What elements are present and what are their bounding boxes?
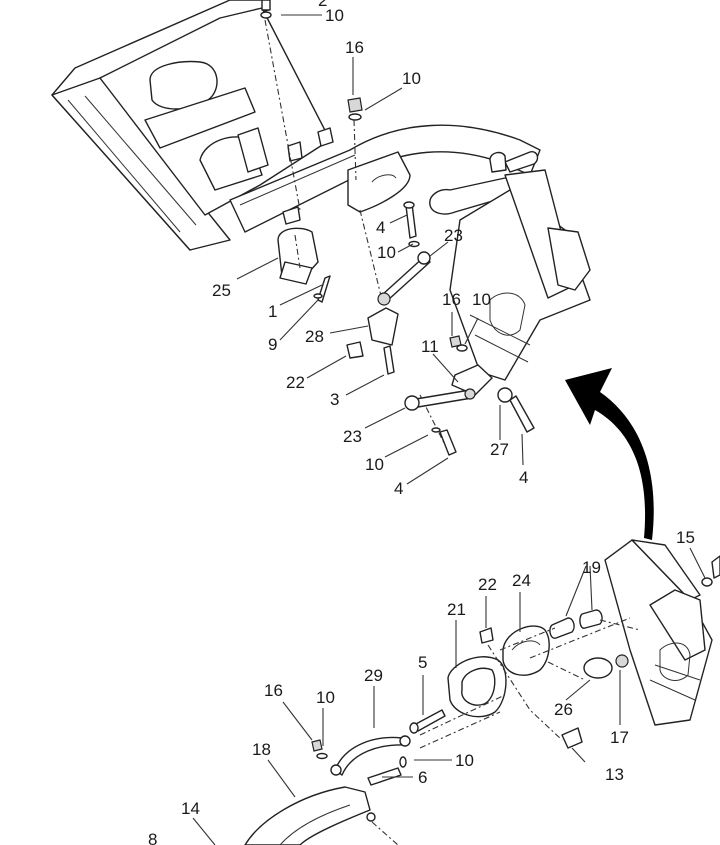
callout-8: 8 xyxy=(148,830,157,845)
callout-10: 10 xyxy=(455,751,474,770)
callout-28: 28 xyxy=(305,327,324,346)
callout-labels: 2 10 16 10 4 10 23 25 1 9 28 16 10 11 22… xyxy=(148,0,695,845)
curved-arrow-icon xyxy=(565,368,654,540)
callout-10: 10 xyxy=(325,6,344,25)
callout-4: 4 xyxy=(394,479,403,498)
rear-subframe xyxy=(51,0,591,381)
callout-25: 25 xyxy=(212,281,231,300)
callout-17: 17 xyxy=(610,728,629,747)
callout-10: 10 xyxy=(402,69,421,88)
callout-10: 10 xyxy=(377,243,396,262)
callout-16: 16 xyxy=(442,290,461,309)
callout-9: 9 xyxy=(268,335,277,354)
assembly-lines-lower xyxy=(371,617,641,845)
callout-27: 27 xyxy=(490,440,509,459)
callout-13: 13 xyxy=(605,765,624,784)
callout-23: 23 xyxy=(343,427,362,446)
callout-23: 23 xyxy=(444,226,463,245)
callout-4: 4 xyxy=(376,218,385,237)
callout-24: 24 xyxy=(512,571,531,590)
callout-6: 6 xyxy=(418,768,427,787)
hardware-upper xyxy=(260,0,535,456)
callout-5: 5 xyxy=(418,653,427,672)
leader-lines xyxy=(192,14,706,845)
callout-19: 19 xyxy=(582,558,601,577)
callout-21: 21 xyxy=(447,600,466,619)
callout-22: 22 xyxy=(286,373,305,392)
lower-footrest-assembly xyxy=(244,539,720,845)
callout-15: 15 xyxy=(676,528,695,547)
callout-3: 3 xyxy=(330,390,339,409)
callout-10: 10 xyxy=(365,455,384,474)
callout-4: 4 xyxy=(519,468,528,487)
callout-29: 29 xyxy=(364,666,383,685)
callout-26: 26 xyxy=(554,700,573,719)
callout-14: 14 xyxy=(181,799,200,818)
callout-10: 10 xyxy=(316,688,335,707)
callout-16: 16 xyxy=(345,38,364,57)
callout-16: 16 xyxy=(264,681,283,700)
callout-18: 18 xyxy=(252,740,271,759)
callout-2: 2 xyxy=(318,0,327,10)
callout-10: 10 xyxy=(472,290,491,309)
callout-11: 11 xyxy=(421,337,439,356)
callout-22: 22 xyxy=(478,575,497,594)
callout-1: 1 xyxy=(268,302,277,321)
